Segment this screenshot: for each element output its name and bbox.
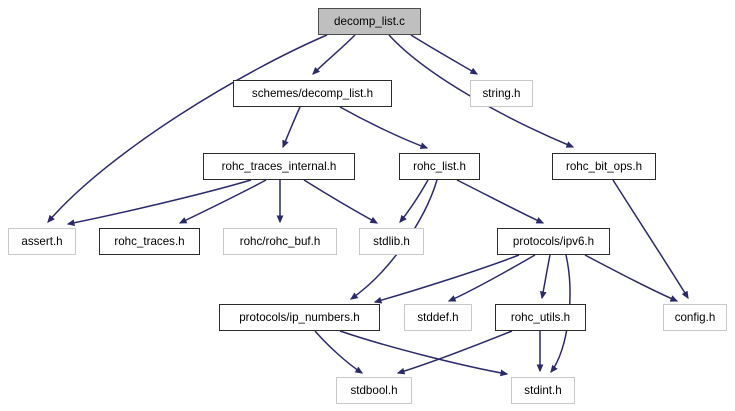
graph-edge xyxy=(47,34,328,223)
graph-node-label: protocols/ip_numbers.h xyxy=(239,311,360,324)
graph-node-stdbool-h[interactable]: stdbool.h xyxy=(336,377,412,404)
graph-node-stdlib-h[interactable]: stdlib.h xyxy=(359,228,424,255)
graph-node-label: string.h xyxy=(482,87,521,100)
graph-edge xyxy=(373,254,520,304)
graph-node-rohc-utils-h[interactable]: rohc_utils.h xyxy=(495,304,586,331)
graph-node-label: rohc_utils.h xyxy=(510,311,571,324)
graph-node-rohc-traces-internal-h[interactable]: rohc_traces_internal.h xyxy=(203,153,355,180)
graph-edge xyxy=(447,254,536,302)
graph-edge xyxy=(66,179,252,227)
graph-node-rohc-traces-h[interactable]: rohc_traces.h xyxy=(99,228,200,255)
graph-edge xyxy=(612,179,689,300)
graph-node-label: rohc_bit_ops.h xyxy=(565,160,643,173)
graph-node-label: rohc_traces.h xyxy=(114,235,185,248)
graph-edge xyxy=(178,179,267,224)
graph-edge xyxy=(339,106,429,150)
graph-node-string-h[interactable]: string.h xyxy=(470,80,533,107)
graph-node-stddef-h[interactable]: stddef.h xyxy=(404,304,472,331)
graph-edge xyxy=(312,34,356,75)
graph-edge xyxy=(410,34,479,75)
graph-edge xyxy=(339,330,509,377)
graph-edge xyxy=(303,179,379,224)
graph-node-config-h[interactable]: config.h xyxy=(663,304,727,331)
graph-node-rohc-rohc-buf-h[interactable]: rohc/rohc_buf.h xyxy=(223,228,337,255)
graph-node-label: stddef.h xyxy=(417,311,459,324)
graph-node-label: stdlib.h xyxy=(373,235,410,248)
graph-edge xyxy=(396,330,513,375)
graph-node-label: rohc_list.h xyxy=(413,160,466,173)
graph-node-schemes-decomp-list-h[interactable]: schemes/decomp_list.h xyxy=(233,80,392,107)
graph-edge xyxy=(314,330,364,374)
graph-node-assert-h[interactable]: assert.h xyxy=(8,228,76,255)
graph-node-label: config.h xyxy=(674,311,716,324)
graph-edge xyxy=(282,106,301,149)
graph-node-rohc-bit-ops-h[interactable]: rohc_bit_ops.h xyxy=(552,153,656,180)
graph-edge xyxy=(399,179,429,223)
graph-node-protocols-ip-numbers-h[interactable]: protocols/ip_numbers.h xyxy=(219,304,380,331)
graph-edge xyxy=(584,254,679,302)
graph-node-label: rohc/rohc_buf.h xyxy=(239,235,321,248)
graph-node-protocols-ipv6-h[interactable]: protocols/ipv6.h xyxy=(497,228,610,255)
graph-node-label: rohc_traces_internal.h xyxy=(221,160,337,173)
graph-node-label: stdbool.h xyxy=(350,384,398,397)
graph-node-label: schemes/decomp_list.h xyxy=(251,87,374,100)
graph-node-label: stdint.h xyxy=(524,384,562,397)
graph-node-label: decomp_list.c xyxy=(334,15,405,28)
graph-node-decomp-list-c[interactable]: decomp_list.c xyxy=(318,8,421,35)
graph-node-label: protocols/ipv6.h xyxy=(512,235,595,248)
graph-node-label: assert.h xyxy=(21,235,63,248)
graph-node-stdint-h[interactable]: stdint.h xyxy=(511,377,575,404)
graph-edge xyxy=(456,179,545,224)
graph-node-rohc-list-h[interactable]: rohc_list.h xyxy=(399,153,480,180)
graph-edge xyxy=(539,254,551,300)
